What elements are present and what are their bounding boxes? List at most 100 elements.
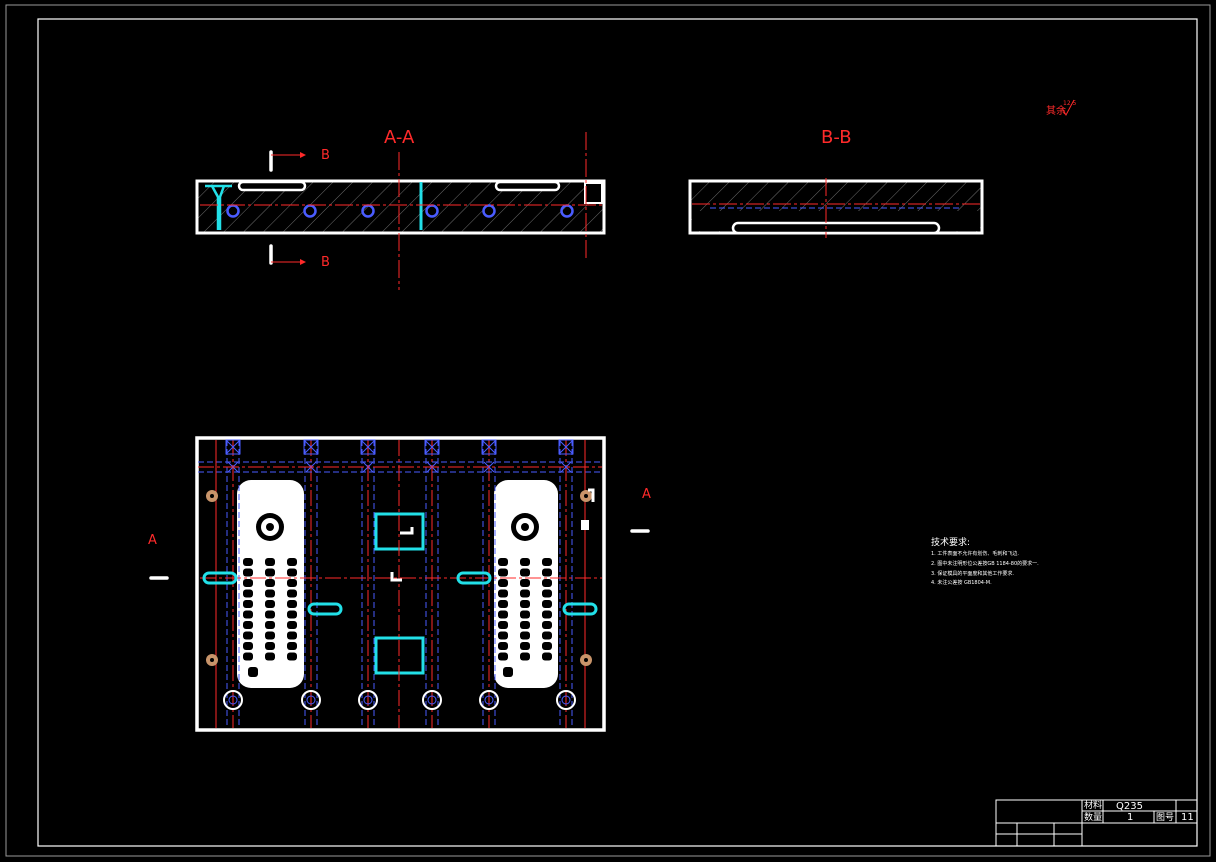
section-b-b-view: B-B	[688, 127, 984, 238]
cavity-cell	[542, 558, 552, 566]
cavity-cell	[520, 558, 530, 566]
bolt-hole	[556, 690, 576, 710]
cavity-cell	[287, 621, 297, 629]
cavity-cell	[265, 579, 275, 587]
cavity-cell	[498, 621, 508, 629]
cavity-cell	[287, 610, 297, 619]
tech-requirements-title: 技术要求:	[931, 536, 970, 548]
bolt-hole-inner	[561, 695, 571, 705]
bolt-hole	[301, 690, 321, 710]
bolt-hole-inner	[228, 695, 238, 705]
corner-block	[581, 520, 589, 530]
roughness-symbol: 其余 12.5	[1046, 99, 1077, 117]
cavity-cell	[520, 610, 530, 619]
cavity-cell	[265, 652, 275, 661]
cavity-cell	[498, 631, 508, 640]
plan-view: A A	[148, 436, 651, 732]
section-a-a-hole-5	[482, 204, 496, 218]
section-a-a-sprue	[205, 184, 232, 230]
cavity-cell	[542, 652, 552, 661]
roughness-check-icon	[1061, 99, 1075, 117]
cavity-cell	[243, 631, 253, 640]
guide-box	[303, 439, 319, 455]
cavity-cell	[520, 642, 530, 650]
cavity-cell	[498, 589, 508, 598]
cavity-cell	[265, 600, 275, 608]
title-drawing-no-label: 图号	[1156, 812, 1174, 823]
cavity-boss-hole	[521, 523, 529, 531]
plan-body	[195, 436, 606, 732]
guide-cross	[560, 461, 572, 473]
tech-requirement-2: 2. 图中未注明形位公差按GB 1184-80的要求一.	[931, 560, 1039, 567]
section-b-b-pocket	[731, 221, 941, 235]
tech-requirement-4: 4. 未注公差按 GB1804-M.	[931, 579, 992, 586]
cavity-cell	[520, 589, 530, 598]
cut-a-right-label: A	[642, 487, 651, 502]
guide-cross	[225, 439, 241, 455]
cavity-cell	[243, 652, 253, 661]
section-a-a-step-right	[584, 182, 603, 204]
section-a-a-pocket-right	[494, 180, 561, 192]
side-pin	[202, 571, 238, 585]
cavity-cell	[287, 652, 297, 661]
cavity-cell	[265, 621, 275, 629]
section-a-a-view: A-A B B	[195, 127, 606, 290]
bolt-hole-inner	[306, 695, 316, 705]
tech-requirement-1: 1. 工件表面不允许有划伤、毛刺和飞边.	[931, 550, 1019, 557]
cavity-cell	[542, 589, 552, 598]
section-a-a-pocket-left	[237, 180, 307, 192]
cavity-cell	[243, 642, 253, 650]
cavity-cell	[243, 610, 253, 619]
side-pin	[456, 571, 492, 585]
bolt-hole-inner	[427, 695, 437, 705]
bushing-hole	[584, 658, 588, 662]
cavity-cell	[520, 579, 530, 587]
cavity-cell	[498, 600, 508, 608]
roughness-value: 12.5	[1063, 100, 1077, 107]
bushing-hole	[210, 658, 214, 662]
cut-b-top-label: B	[321, 148, 330, 163]
cut-a-left-label: A	[148, 533, 157, 548]
cavity-cell	[243, 568, 253, 577]
bolt-hole	[223, 690, 243, 710]
cavity-cell	[520, 600, 530, 608]
cavity-cell	[542, 568, 552, 577]
cavity-cell	[542, 621, 552, 629]
cavity-cell	[498, 558, 508, 566]
cavity-cell	[243, 589, 253, 598]
guide-cross	[558, 439, 574, 455]
bolt-hole	[479, 690, 499, 710]
cavity-cell	[498, 568, 508, 577]
cavity-cell	[542, 631, 552, 640]
cavity-cell	[498, 610, 508, 619]
section-b-b-title: B-B	[821, 127, 852, 148]
guide-box	[360, 439, 376, 455]
tech-requirements: 技术要求: 1. 工件表面不允许有划伤、毛刺和飞边. 2. 图中未注明形位公差按…	[931, 536, 1039, 586]
cavity-cell	[498, 579, 508, 587]
cavity-cell	[287, 568, 297, 577]
side-pin	[307, 602, 343, 616]
cavity-cell	[265, 642, 275, 650]
cavity-cell	[265, 558, 275, 566]
title-drawing-no-value: 11	[1181, 812, 1194, 823]
guide-cross	[360, 439, 376, 455]
section-a-a-title: A-A	[384, 127, 415, 148]
cavity-cell	[265, 631, 275, 640]
cut-b-bottom-label: B	[321, 255, 330, 270]
guide-cross	[303, 439, 319, 455]
cavity-cell	[498, 652, 508, 661]
cavity-cell	[243, 621, 253, 629]
guide-cross	[481, 439, 497, 455]
center-mark	[390, 572, 402, 582]
bolt-hole-inner	[484, 695, 494, 705]
cavity-cell	[542, 579, 552, 587]
cavity-cell	[520, 568, 530, 577]
cavity-cell	[287, 589, 297, 598]
cavity-cell	[243, 558, 253, 566]
cavity-cell	[542, 642, 552, 650]
drawing-frame	[37, 18, 1198, 847]
cavity-cell	[265, 568, 275, 577]
bushing-hole	[210, 494, 214, 498]
title-block: 材料 Q235 数量 1 图号 11	[995, 799, 1198, 847]
